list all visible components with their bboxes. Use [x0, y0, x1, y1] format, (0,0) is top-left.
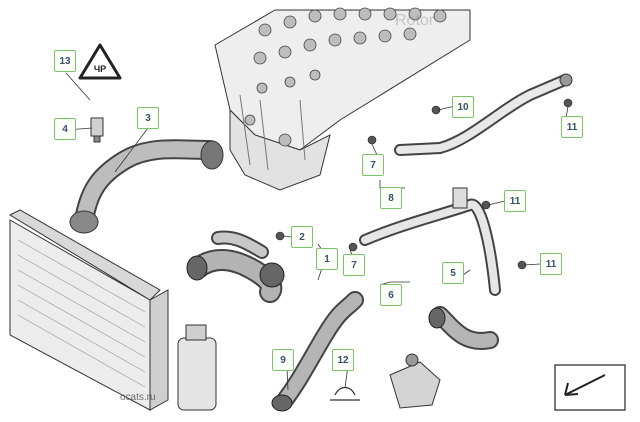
callout-7-top[interactable]: 7 [362, 154, 384, 176]
hose-3 [69, 139, 224, 234]
callout-11-low[interactable]: 11 [540, 253, 562, 275]
callout-11-mid[interactable]: 11 [504, 190, 526, 212]
callout-4[interactable]: 4 [54, 118, 76, 140]
temperature-sensor [90, 117, 104, 143]
engine-block [214, 7, 471, 191]
clamp-12 [330, 386, 360, 401]
thermostat-housing [389, 353, 441, 409]
expansion-tank [177, 324, 217, 411]
hose-6 [359, 187, 501, 296]
callout-3[interactable]: 3 [137, 107, 159, 129]
hose-9 [271, 291, 364, 412]
site-label: ocats.ru [120, 392, 156, 403]
radiator [8, 209, 169, 411]
callout-12[interactable]: 12 [332, 349, 354, 371]
warning-label: ЧР [94, 64, 106, 74]
callout-13[interactable]: 13 [54, 50, 76, 72]
callout-1[interactable]: 1 [316, 248, 338, 270]
callout-9[interactable]: 9 [272, 349, 294, 371]
callout-8[interactable]: 8 [380, 187, 402, 209]
callout-5[interactable]: 5 [442, 262, 464, 284]
callout-2[interactable]: 2 [291, 226, 313, 248]
callout-7-mid[interactable]: 7 [343, 254, 365, 276]
watermark-text: Rotor [395, 12, 435, 29]
callout-10[interactable]: 10 [452, 96, 474, 118]
callout-6[interactable]: 6 [380, 284, 402, 306]
callout-11-top[interactable]: 11 [561, 116, 583, 138]
warning-triangle-icon: ЧР [78, 43, 122, 80]
hose-5 [428, 306, 499, 350]
direction-arrow-icon [554, 364, 626, 411]
hose-1 [186, 230, 285, 303]
hose-10 [394, 73, 573, 156]
